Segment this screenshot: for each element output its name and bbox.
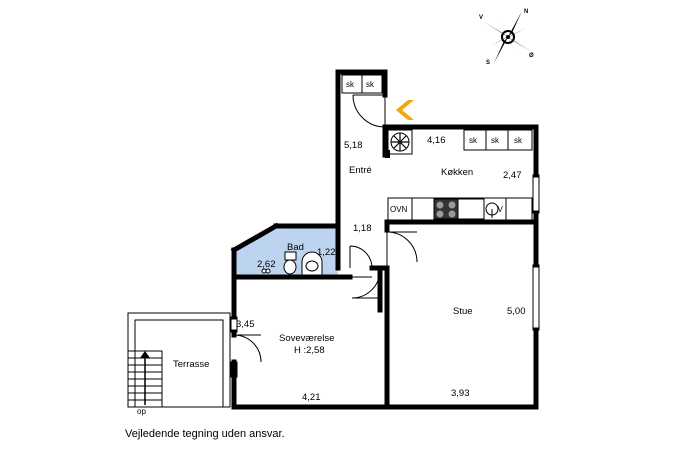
kitchen-cabinet-3 [507, 129, 533, 151]
entre-name-label: Entré [349, 165, 372, 176]
stove-icon [433, 198, 459, 220]
oven-unit [387, 197, 413, 221]
hall-dim-label: 1,18 [353, 223, 372, 234]
bad-dim-h-label: 2,62 [257, 259, 276, 270]
toilet-icon [283, 251, 297, 275]
stue-dim-w-label: 3,93 [451, 388, 470, 399]
kokken-dim-h-label: 2,47 [503, 170, 522, 181]
sovevaerelse-height-label: H :2,58 [294, 345, 325, 356]
sovevaerelse-name-label: Soveværelse [279, 333, 334, 344]
kitchen-cabinet-2-label: sk [491, 136, 500, 145]
stue-dim-h-label: 5,00 [507, 306, 526, 317]
compass-s-label: S [486, 60, 490, 66]
bad-name-label: Bad [287, 242, 304, 253]
disclaimer-text: Vejledende tegning uden ansvar. [125, 428, 285, 440]
sink-icon [457, 198, 499, 220]
sovevaerelse-dim-h-label: 3,45 [236, 319, 255, 330]
bad-dim-w-label: 1,22 [317, 247, 336, 258]
entre-dim-label: 5,18 [344, 140, 363, 151]
compass-rose: N V S Ø [479, 9, 534, 66]
terrace-inner [134, 319, 224, 408]
terrasse-name-label: Terrasse [173, 359, 209, 370]
closet-2-label: sk [366, 80, 375, 89]
kokken-name-label: Køkken [441, 167, 473, 178]
sovevaerelse-dim-w-label: 4,21 [302, 392, 321, 403]
washbasin-icon [301, 251, 323, 276]
compass-v-label: V [479, 15, 483, 21]
washing-machine-icon [261, 268, 271, 274]
compass-n-label: N [524, 9, 528, 15]
entrance-arrow-icon [396, 100, 414, 120]
kitchen-cabinet-3-label: sk [514, 136, 523, 145]
doors [233, 94, 418, 363]
closet-2 [361, 74, 383, 94]
closet-1-label: sk [346, 80, 355, 89]
stue-name-label: Stue [453, 306, 473, 317]
stair-op-label: op [137, 407, 146, 416]
windows [230, 174, 540, 378]
kokken-dim-w-label: 4,16 [427, 135, 446, 146]
kitchen-cabinet-1-label: sk [469, 136, 478, 145]
stair-arrow-icon [140, 351, 150, 358]
oven-label: OVN [390, 205, 408, 214]
walls [230, 69, 539, 410]
compass-o-label: Ø [529, 53, 534, 59]
ventilation-fan-icon [385, 129, 413, 158]
